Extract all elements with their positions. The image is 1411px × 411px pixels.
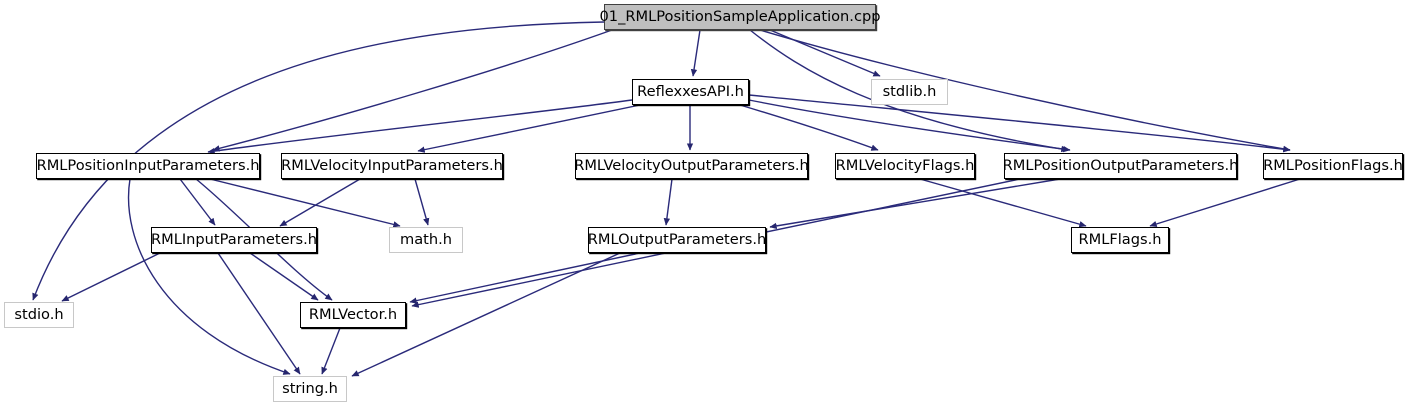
graph-node-inparams[interactable]: RMLInputParameters.h <box>151 227 317 253</box>
graph-edge-inparams-to-stdio <box>61 252 161 302</box>
edge-group <box>32 21 1301 377</box>
graph-node-label: stdlib.h <box>882 82 937 100</box>
graph-edge-api-to-velin <box>417 104 641 153</box>
graph-node-api[interactable]: ReflexxesAPI.h <box>632 79 749 105</box>
graph-edge-root-to-stdlib <box>769 29 881 77</box>
graph-node-posflags[interactable]: RMLPositionFlags.h <box>1263 153 1403 179</box>
graph-node-label: RMLPositionInputParameters.h <box>36 156 260 174</box>
graph-edge-api-to-posin <box>207 99 633 155</box>
graph-node-stdio[interactable]: stdio.h <box>4 302 74 328</box>
graph-edge-vector-to-string <box>321 327 341 375</box>
graph-node-label: RMLVelocityFlags.h <box>835 156 975 174</box>
graph-edge-inparams-to-vector <box>249 252 319 301</box>
graph-node-string[interactable]: string.h <box>273 376 347 402</box>
graph-node-label: ReflexxesAPI.h <box>637 82 744 100</box>
graph-edge-posflags-to-flags <box>1149 178 1301 228</box>
graph-edge-posin-to-math <box>209 178 401 228</box>
graph-node-label: RMLFlags.h <box>1078 230 1162 248</box>
graph-node-stdlib[interactable]: stdlib.h <box>871 79 948 105</box>
graph-node-posin[interactable]: RMLPositionInputParameters.h <box>36 153 260 179</box>
graph-edge-inparams-to-string <box>217 252 301 375</box>
graph-node-flags[interactable]: RMLFlags.h <box>1071 227 1169 253</box>
graph-node-velflags[interactable]: RMLVelocityFlags.h <box>835 153 975 179</box>
graph-node-label: RMLVelocityInputParameters.h <box>281 156 503 174</box>
graph-node-label: 01_RMLPositionSampleApplication.cpp <box>599 7 881 25</box>
graph-node-velin[interactable]: RMLVelocityInputParameters.h <box>281 153 503 179</box>
graph-edge-velout-to-outparams <box>663 178 673 226</box>
graph-node-velout[interactable]: RMLVelocityOutputParameters.h <box>574 153 809 179</box>
graph-edge-velflags-to-flags <box>919 178 1087 228</box>
graph-edge-api-to-posout <box>748 99 1071 153</box>
graph-edge-root-to-api <box>690 29 701 77</box>
graph-edge-root-to-posin <box>212 29 613 152</box>
graph-edge-root-to-posflags <box>759 29 1291 153</box>
graph-edge-posin-to-string <box>127 178 291 375</box>
graph-node-posout[interactable]: RMLPositionOutputParameters.h <box>1003 153 1238 179</box>
graph-edge-velin-to-math <box>414 178 430 226</box>
graph-node-label: RMLOutputParameters.h <box>587 230 767 248</box>
graph-node-label: RMLPositionOutputParameters.h <box>1002 156 1239 174</box>
graph-node-label: math.h <box>399 230 453 248</box>
graph-edge-posin-to-inparams <box>179 178 216 226</box>
graph-edge-api-to-posflags <box>748 94 1291 153</box>
graph-node-label: RMLVector.h <box>308 305 398 323</box>
graph-node-root[interactable]: 01_RMLPositionSampleApplication.cpp <box>600 4 881 30</box>
graph-edge-posout-to-outparams <box>769 178 1061 230</box>
graph-edge-outparams-to-vector <box>409 252 641 304</box>
graph-edge-velin-to-inparams <box>279 178 361 227</box>
graph-node-outparams[interactable]: RMLOutputParameters.h <box>588 227 766 253</box>
graph-node-math[interactable]: math.h <box>389 227 463 253</box>
graph-node-label: RMLInputParameters.h <box>150 230 318 248</box>
graph-node-vector[interactable]: RMLVector.h <box>300 302 406 328</box>
graph-node-label: RMLVelocityOutputParameters.h <box>574 156 809 174</box>
graph-node-label: RMLPositionFlags.h <box>1263 156 1403 174</box>
graph-edge-api-to-velflags <box>739 104 879 151</box>
graph-node-label: string.h <box>282 379 338 397</box>
graph-node-label: stdio.h <box>14 305 64 323</box>
